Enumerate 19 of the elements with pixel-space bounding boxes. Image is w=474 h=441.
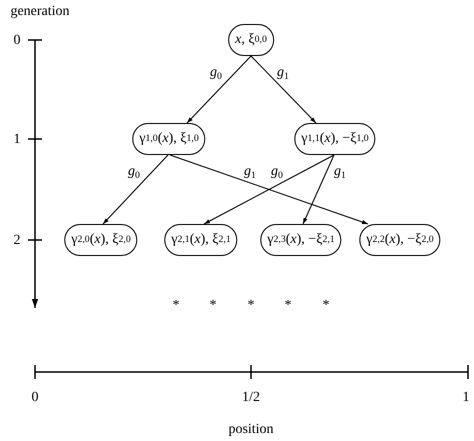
arrow: [250, 56, 316, 124]
ellipsis-mark: *: [172, 299, 180, 313]
axis-title: position: [228, 423, 274, 437]
ellipsis-mark: *: [284, 299, 292, 313]
ellipsis-mark: *: [322, 299, 330, 313]
tick-label: 0: [14, 34, 20, 48]
axis-title: generation: [10, 5, 70, 19]
ellipsis-mark: *: [248, 299, 254, 313]
arrow: [186, 56, 252, 124]
tick-label: 0: [32, 391, 38, 405]
arrow: [102, 154, 168, 224]
arrow: [204, 154, 334, 224]
tick-label: 1: [462, 391, 470, 405]
tick-label: 1/2: [242, 391, 260, 405]
arrow: [302, 154, 334, 224]
ellipsis-mark: *: [210, 299, 216, 313]
tick-label: 2: [14, 234, 20, 248]
arrow: [170, 154, 368, 224]
tick-label: 1: [14, 133, 20, 147]
